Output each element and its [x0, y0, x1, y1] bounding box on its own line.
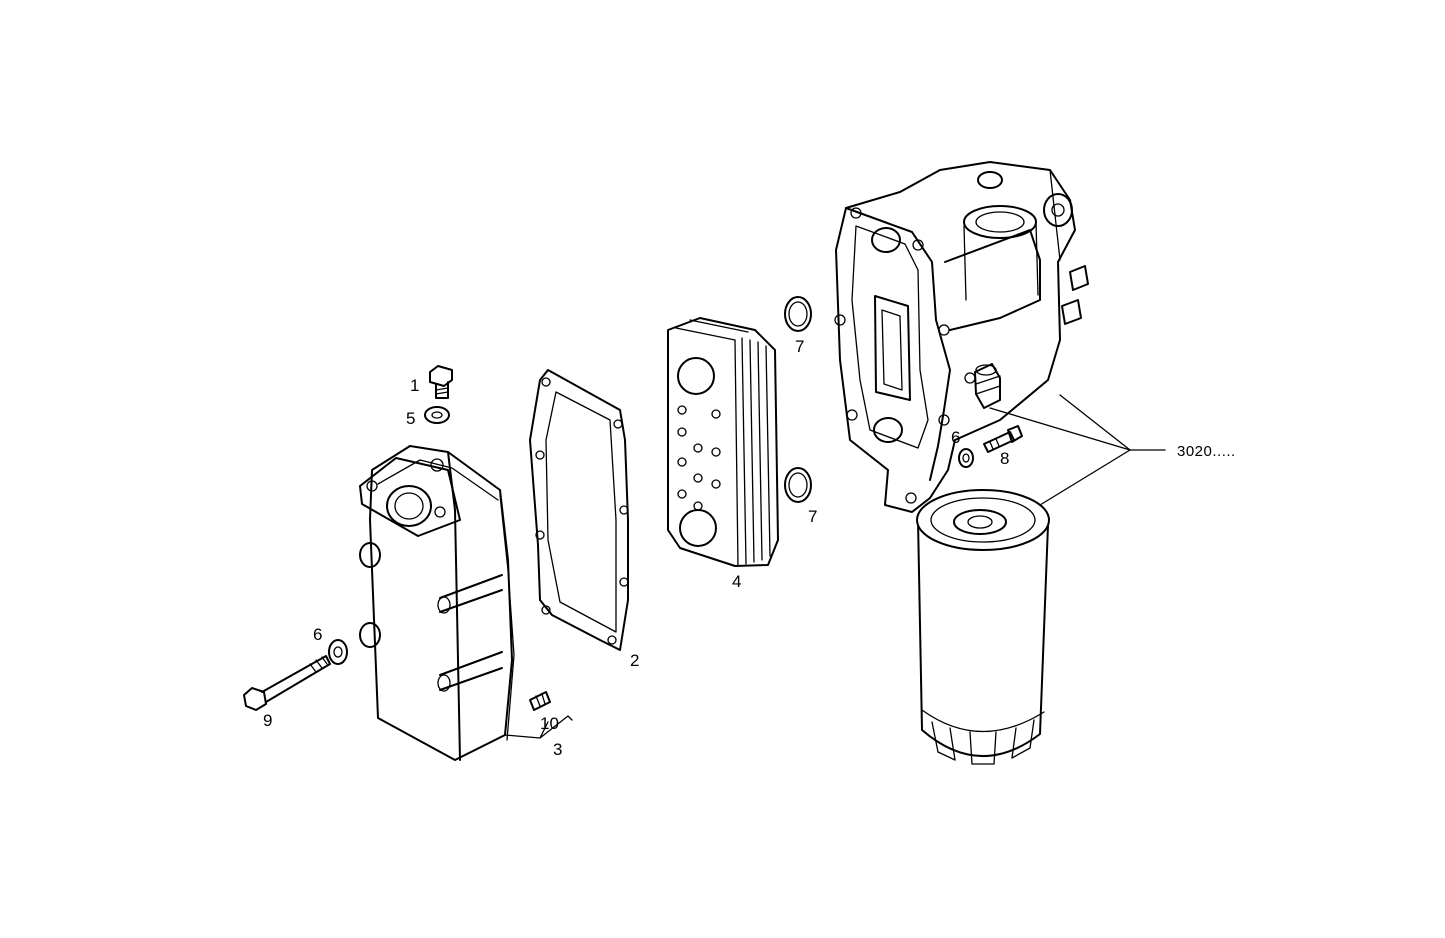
callout-label-3: 3	[553, 740, 562, 759]
oil-filter-part	[916, 489, 1050, 765]
washer-part-5	[424, 406, 450, 424]
screw-part-8	[983, 425, 1023, 453]
callout-label-6-right: 6	[951, 428, 960, 447]
callout-label-5: 5	[406, 409, 415, 428]
oil-cooler-core-part	[667, 317, 779, 567]
callout-label-4: 4	[732, 572, 741, 591]
filter-housing-part	[834, 161, 1089, 513]
washer-part-6-right	[958, 448, 974, 468]
cooler-cover-part	[359, 445, 515, 761]
callout-label-2: 2	[630, 651, 639, 670]
callout-label-1: 1	[410, 376, 419, 395]
o-ring-upper-part	[784, 296, 812, 332]
o-ring-lower-part	[784, 467, 812, 503]
stud-part-10	[529, 691, 551, 711]
reference-label: 3020.....	[1177, 443, 1236, 460]
callout-label-7-lower: 7	[808, 507, 817, 526]
bolt-part-1	[429, 365, 453, 399]
long-bolt-part-9	[243, 655, 331, 711]
leader-lines	[504, 394, 1166, 739]
washer-part-6-left	[328, 639, 348, 665]
callout-label-9: 9	[263, 711, 272, 730]
gasket-part	[529, 369, 629, 651]
callout-label-6-left: 6	[313, 625, 322, 644]
callout-label-10: 10	[540, 714, 559, 733]
callout-label-7-upper: 7	[795, 337, 804, 356]
callout-label-8: 8	[1000, 449, 1009, 468]
